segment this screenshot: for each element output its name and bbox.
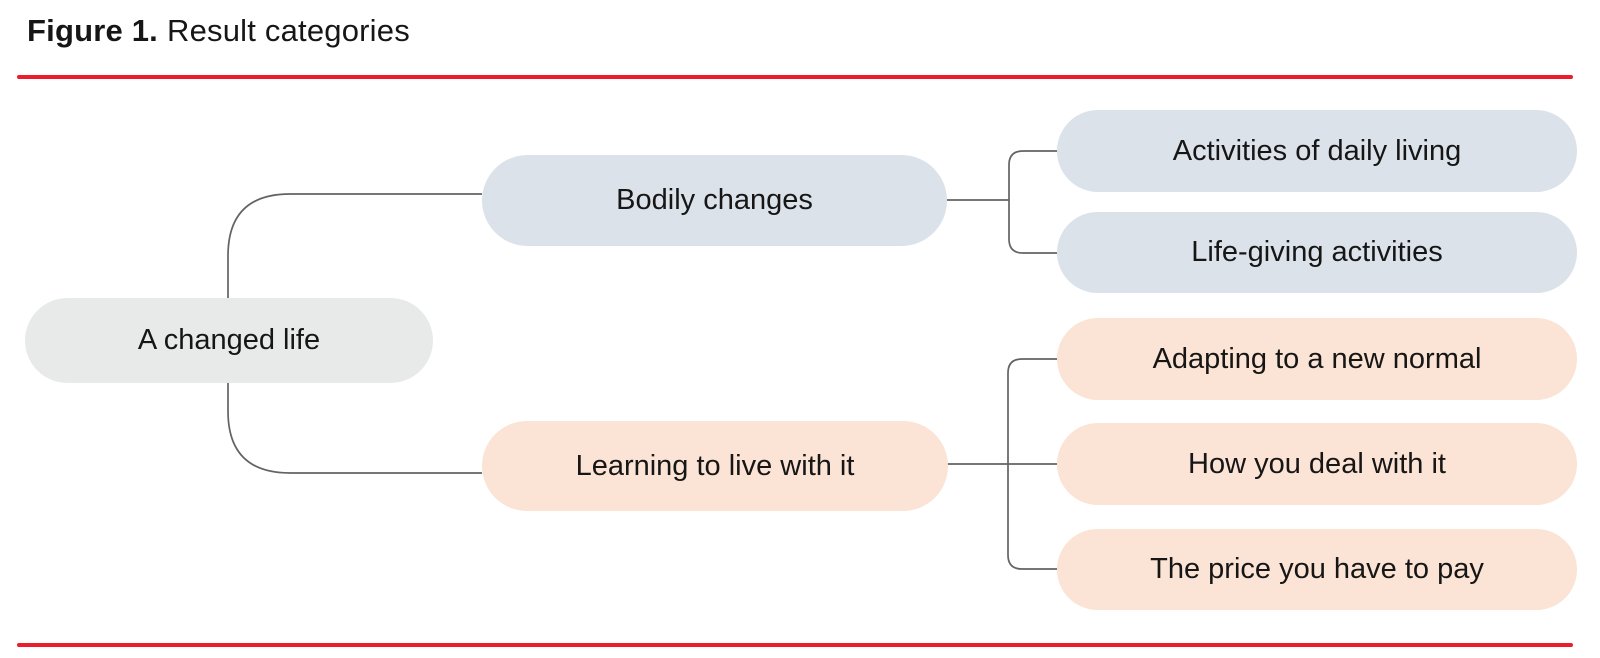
node-label: Activities of daily living — [1172, 134, 1462, 167]
figure-title: Figure 1. Result categories — [27, 11, 410, 51]
node-life-giving-activities: Life-giving activities — [1057, 212, 1577, 293]
node-label: Learning to live with it — [575, 449, 855, 482]
node-label: The price you have to pay — [1150, 553, 1484, 585]
node-learning-to-live-with-it: Learning to live with it — [482, 421, 948, 511]
node-label: A changed life — [137, 324, 321, 356]
node-activities-of-daily-living: Activities of daily living — [1057, 110, 1577, 192]
figure-title-text: Result categories — [167, 13, 410, 48]
node-label: Adapting to a new normal — [1152, 342, 1482, 375]
node-label: How you deal with it — [1188, 447, 1446, 480]
connector-bodily-changes-to-children — [947, 150, 1057, 254]
bottom-rule-divider — [17, 643, 1573, 647]
node-adapting-to-a-new-normal: Adapting to a new normal — [1057, 318, 1577, 400]
node-label: Life-giving activities — [1191, 236, 1443, 268]
node-how-you-deal-with-it: How you deal with it — [1057, 423, 1577, 505]
node-a-changed-life: A changed life — [25, 298, 433, 383]
connector-learning-to-children — [947, 358, 1057, 570]
node-label: Bodily changes — [616, 184, 813, 216]
figure-number-label: Figure 1. — [27, 13, 158, 48]
node-the-price-you-have-to-pay: The price you have to pay — [1057, 529, 1577, 610]
top-rule-divider — [17, 75, 1573, 79]
node-bodily-changes: Bodily changes — [482, 155, 947, 246]
